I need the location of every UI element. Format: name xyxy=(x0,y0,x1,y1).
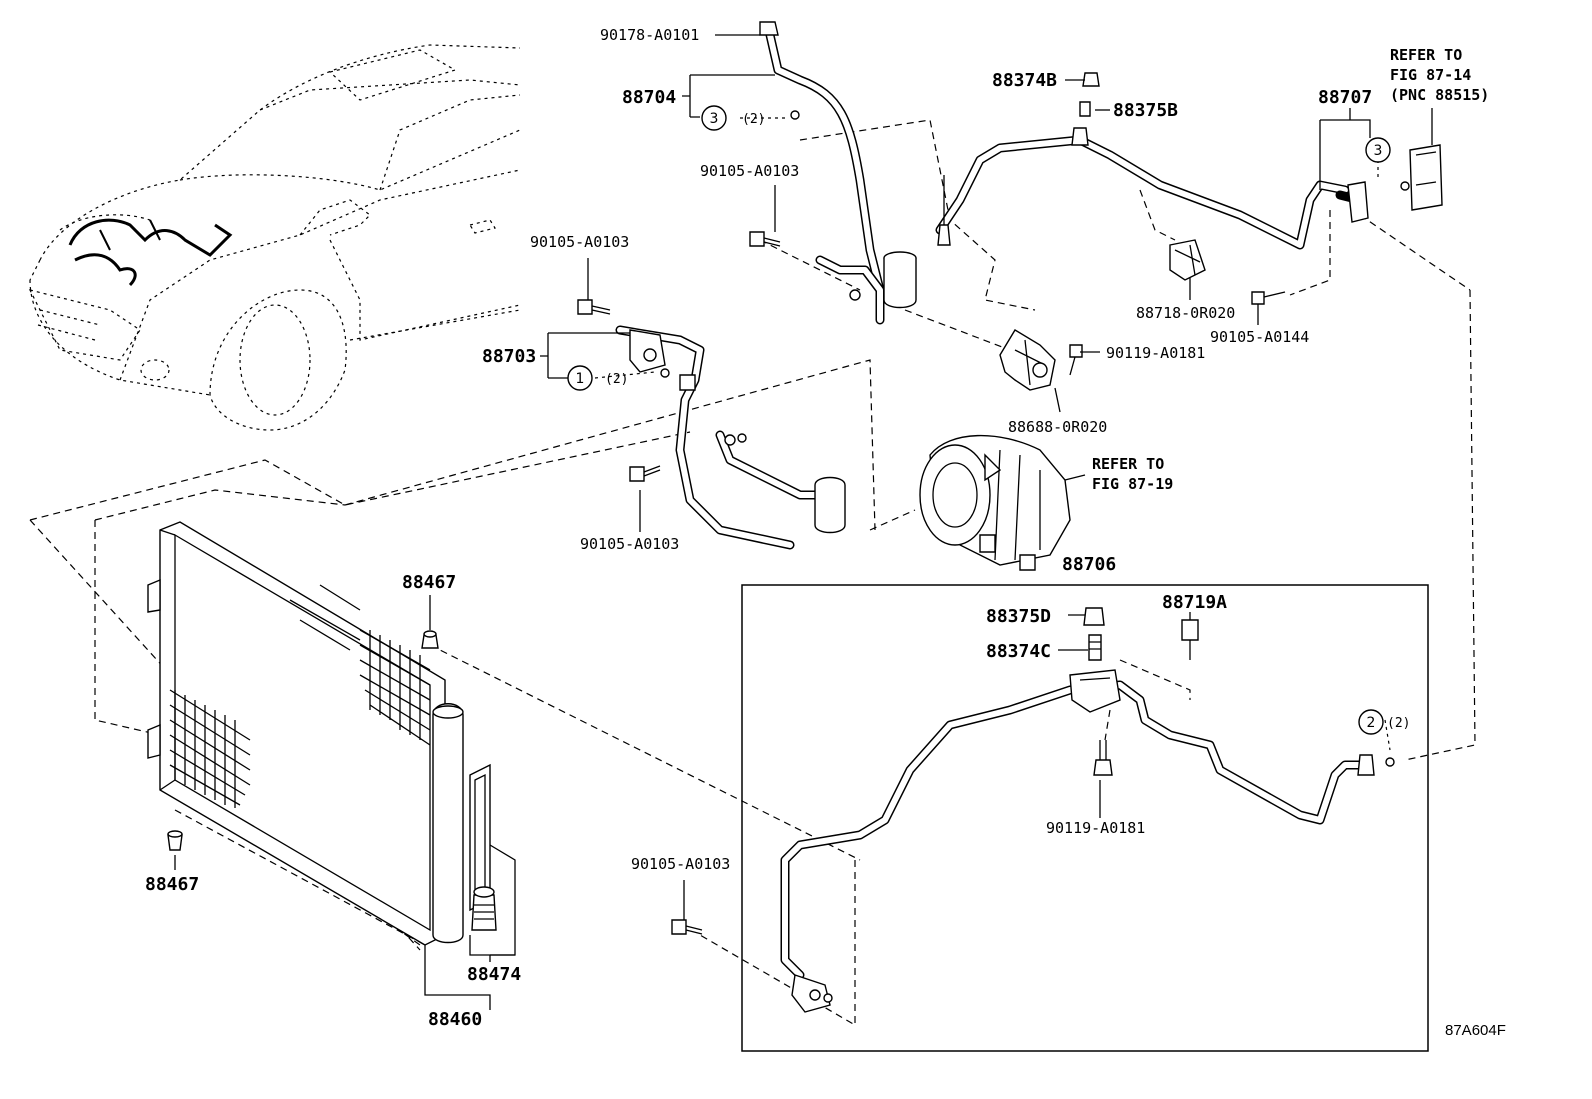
label-refer-fig-87-14-l3: (PNC 88515) xyxy=(1390,86,1489,104)
label-90119-A0181-b: 90119-A0181 xyxy=(1046,819,1145,837)
label-88703-qty: (2) xyxy=(605,372,628,387)
label-88467-a: 88467 xyxy=(402,572,456,593)
label-88703: 88703 xyxy=(482,346,536,367)
callout-2-label: 2 xyxy=(1367,715,1376,731)
label-90105-A0103-d: 90105-A0103 xyxy=(631,855,730,873)
label-refer-fig-87-14-l1: REFER TO xyxy=(1390,46,1462,64)
tube-88706 xyxy=(671,607,1395,1013)
label-90105-A0103-b: 90105-A0103 xyxy=(530,233,629,251)
label-88704-qty: (2) xyxy=(742,112,765,127)
callout-3-b xyxy=(1365,137,1391,163)
assembly-88706-box xyxy=(741,584,1429,1052)
label-90105-A0144: 90105-A0144 xyxy=(1210,328,1309,346)
callout-3-a xyxy=(701,105,727,131)
discharge-hose-88704 xyxy=(749,21,917,325)
label-88374C: 88374C xyxy=(986,641,1051,662)
condenser-fins xyxy=(169,584,431,808)
leader-lines xyxy=(424,34,1433,1010)
compressor xyxy=(919,434,1071,571)
label-88374B: 88374B xyxy=(992,70,1057,91)
label-refer-fig-87-19-l1: REFER TO xyxy=(1092,455,1164,473)
label-88704: 88704 xyxy=(622,87,676,108)
suction-hose-88703 xyxy=(577,299,846,550)
label-refer-fig-87-14-l2: FIG 87-14 xyxy=(1390,66,1471,84)
label-90105-A0103-a: 90105-A0103 xyxy=(700,162,799,180)
label-88718-0R020: 88718-0R020 xyxy=(1136,304,1235,322)
label-88688-0R020: 88688-0R020 xyxy=(1008,418,1107,436)
label-88467-b: 88467 xyxy=(145,874,199,895)
label-88707-qty: (2) xyxy=(1387,716,1410,731)
label-88375B: 88375B xyxy=(1113,100,1178,121)
callout-1-label: 1 xyxy=(576,371,585,387)
bracket-88688 xyxy=(999,329,1083,391)
label-88375D: 88375D xyxy=(986,606,1051,627)
callout-circles: 3 1 3 2 xyxy=(567,105,1391,735)
callout-3-b-label: 3 xyxy=(1374,143,1383,159)
label-88706: 88706 xyxy=(1062,554,1116,575)
label-90178-A0101: 90178-A0101 xyxy=(600,26,699,44)
figure-code: 87A604F xyxy=(1445,1022,1506,1039)
label-88719A: 88719A xyxy=(1162,592,1227,613)
label-90119-A0181-a: 90119-A0181 xyxy=(1106,344,1205,362)
callout-3-a-label: 3 xyxy=(710,111,719,127)
callout-2 xyxy=(1358,709,1384,735)
label-88707: 88707 xyxy=(1318,87,1372,108)
label-88460: 88460 xyxy=(428,1009,482,1030)
label-88474: 88474 xyxy=(467,964,521,985)
vehicle-outline xyxy=(28,44,521,431)
part-number-labels: 90178-A0101 88704 (2) 88374B 88375B 8870… xyxy=(145,26,1506,1039)
label-90105-A0103-c: 90105-A0103 xyxy=(580,535,679,553)
label-refer-fig-87-19-l2: FIG 87-19 xyxy=(1092,475,1173,493)
tube-88707 xyxy=(935,72,1443,305)
callout-1 xyxy=(567,365,593,391)
condenser-assembly xyxy=(147,521,516,956)
